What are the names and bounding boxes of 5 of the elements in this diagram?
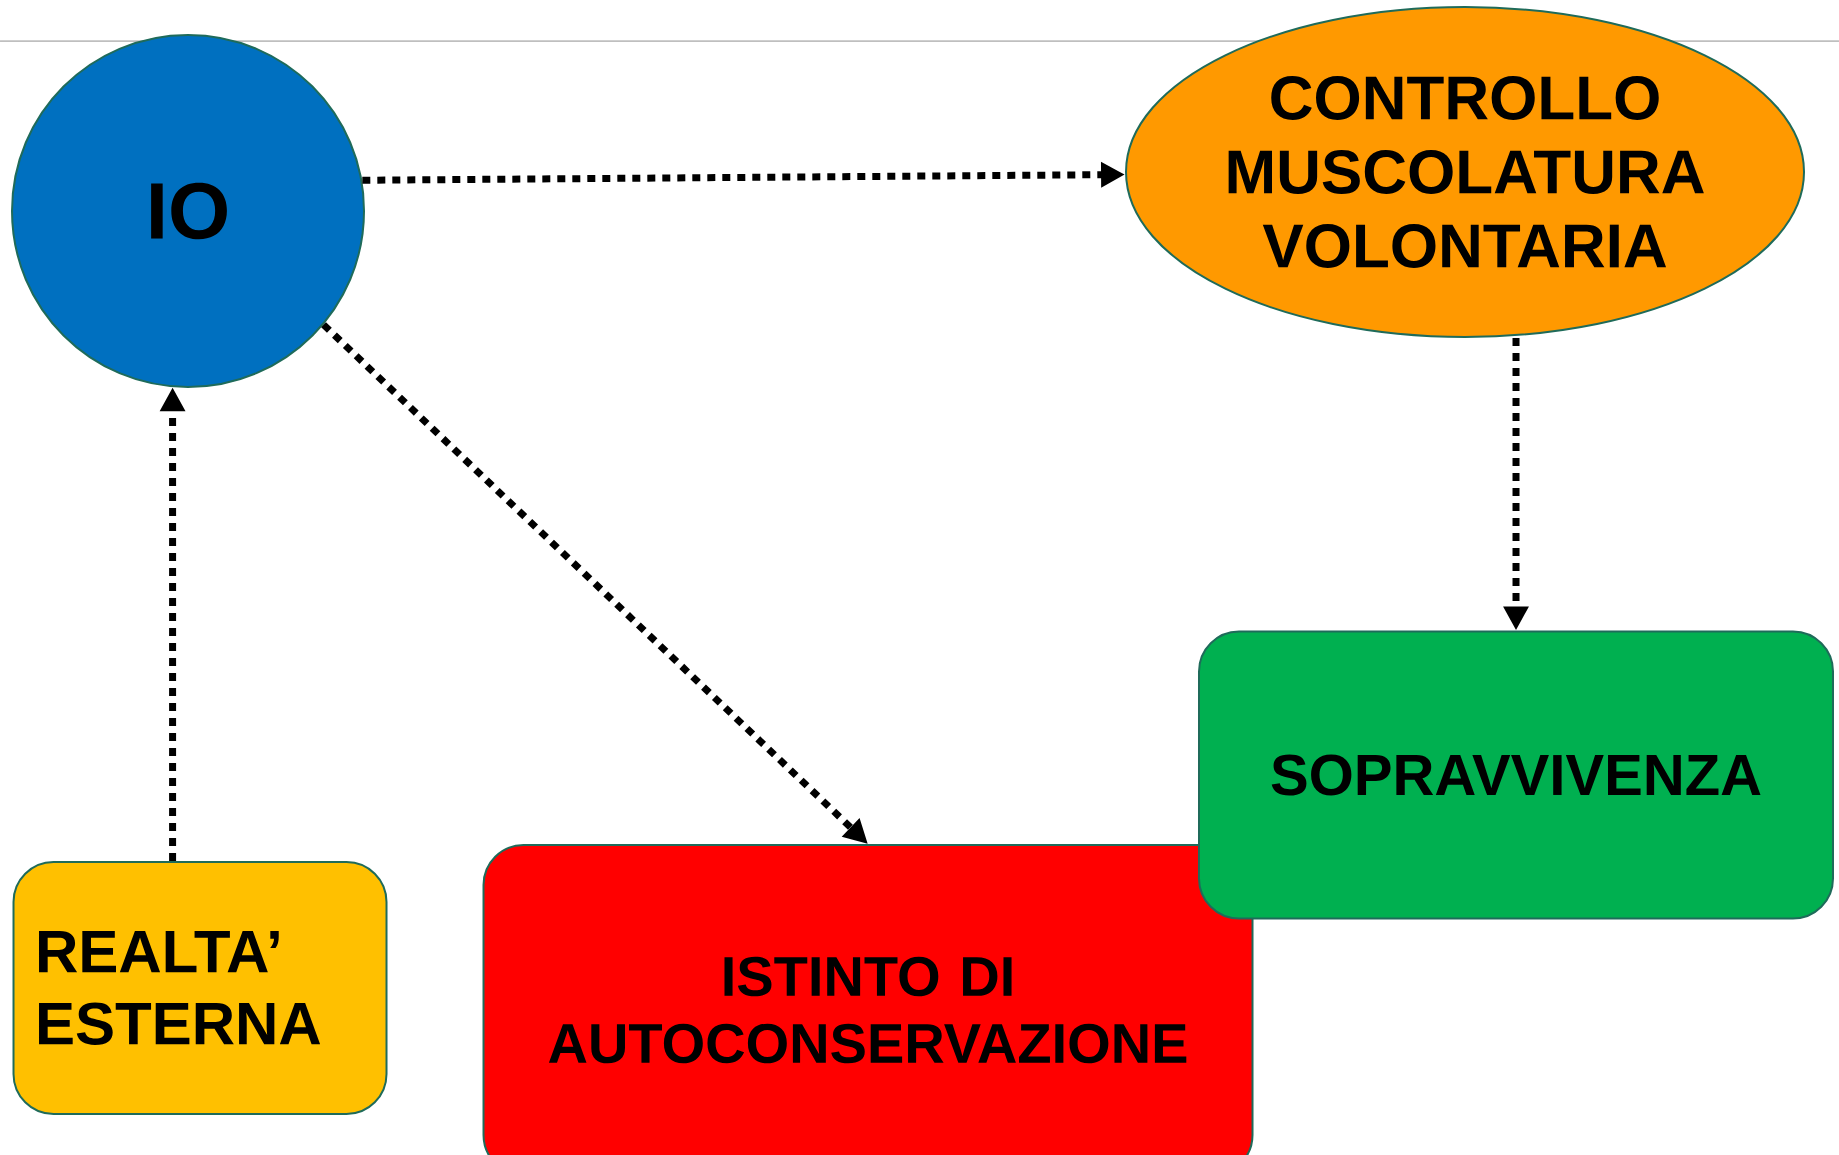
rounded-box: REALTA’ ESTERNA bbox=[12, 861, 388, 1115]
rounded-box: ISTINTO DI AUTOCONSERVAZIONE bbox=[482, 844, 1254, 1155]
rounded-box: SOPRAVVIVENZA bbox=[1198, 630, 1834, 920]
ellipse-node: CONTROLLO MUSCOLATURA VOLONTARIA bbox=[1125, 6, 1805, 338]
circle-node: IO bbox=[11, 34, 365, 388]
